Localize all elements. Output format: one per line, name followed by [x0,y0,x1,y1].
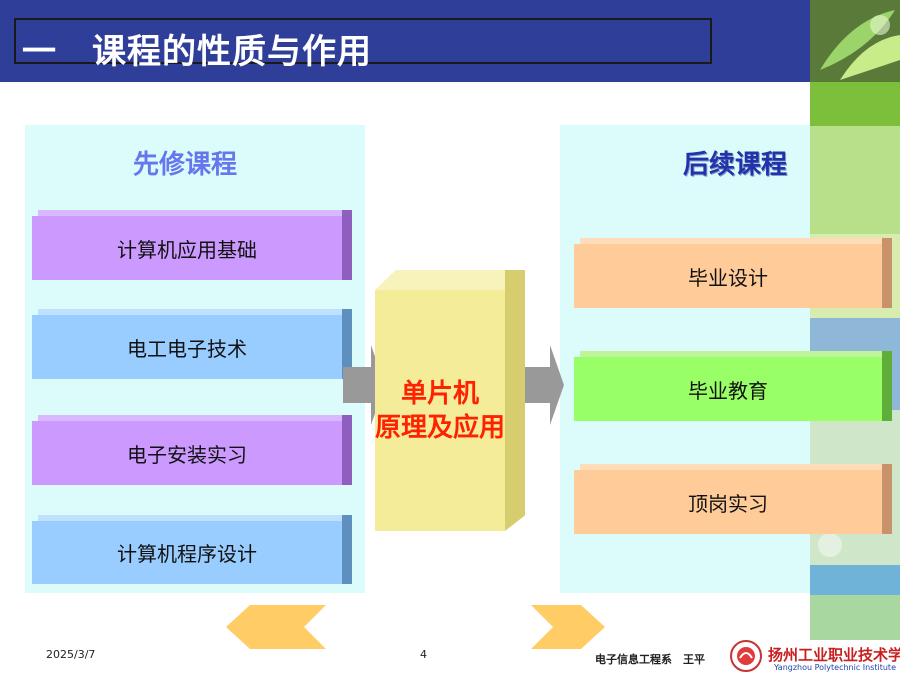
footer-page-number: 4 [420,648,427,661]
prereq-course-3: 电子安装实习 [32,415,352,485]
prereq-course-label: 电工电子技术 [32,315,342,379]
next-slide-arrow-icon[interactable] [531,605,605,649]
school-name-en: Yangzhou Polytechnic Institute [774,663,896,672]
followup-course-label: 毕业设计 [574,244,882,308]
prereq-course-4: 计算机程序设计 [32,515,352,584]
prereq-course-label: 计算机应用基础 [32,216,342,280]
prereq-course-label: 计算机程序设计 [32,521,342,584]
arrow-right-icon [524,345,564,425]
page-title: 一 课程的性质与作用 [22,32,372,72]
core-course-line1: 单片机 [400,378,479,409]
followup-course-3: 顶岗实习 [574,464,892,534]
prev-slide-arrow-icon[interactable] [226,605,326,649]
footer-department: 电子信息工程系 王平 [595,653,705,666]
prerequisite-title: 先修课程 [132,150,237,180]
followup-course-label: 顶岗实习 [574,470,882,534]
school-logo-icon [730,640,762,672]
core-course-face: 单片机 原理及应用 [375,290,505,531]
core-course-line2: 原理及应用 [375,412,506,443]
followup-title: 后续课程 [682,150,787,180]
footer-date: 2025/3/7 [46,648,96,661]
core-course-block: 单片机 原理及应用 [375,270,525,531]
followup-course-1: 毕业设计 [574,238,892,308]
followup-course-label: 毕业教育 [574,357,882,421]
decorative-leaf-strip [810,0,900,675]
school-name: 扬州工业职业技术学院 [768,646,900,664]
arrow-right-icon [343,345,385,425]
title-frame [14,18,712,64]
followup-course-2: 毕业教育 [574,351,892,421]
prereq-course-label: 电子安装实习 [32,421,342,485]
title-bar [0,0,810,82]
prereq-course-1: 计算机应用基础 [32,210,352,280]
prereq-course-2: 电工电子技术 [32,309,352,379]
